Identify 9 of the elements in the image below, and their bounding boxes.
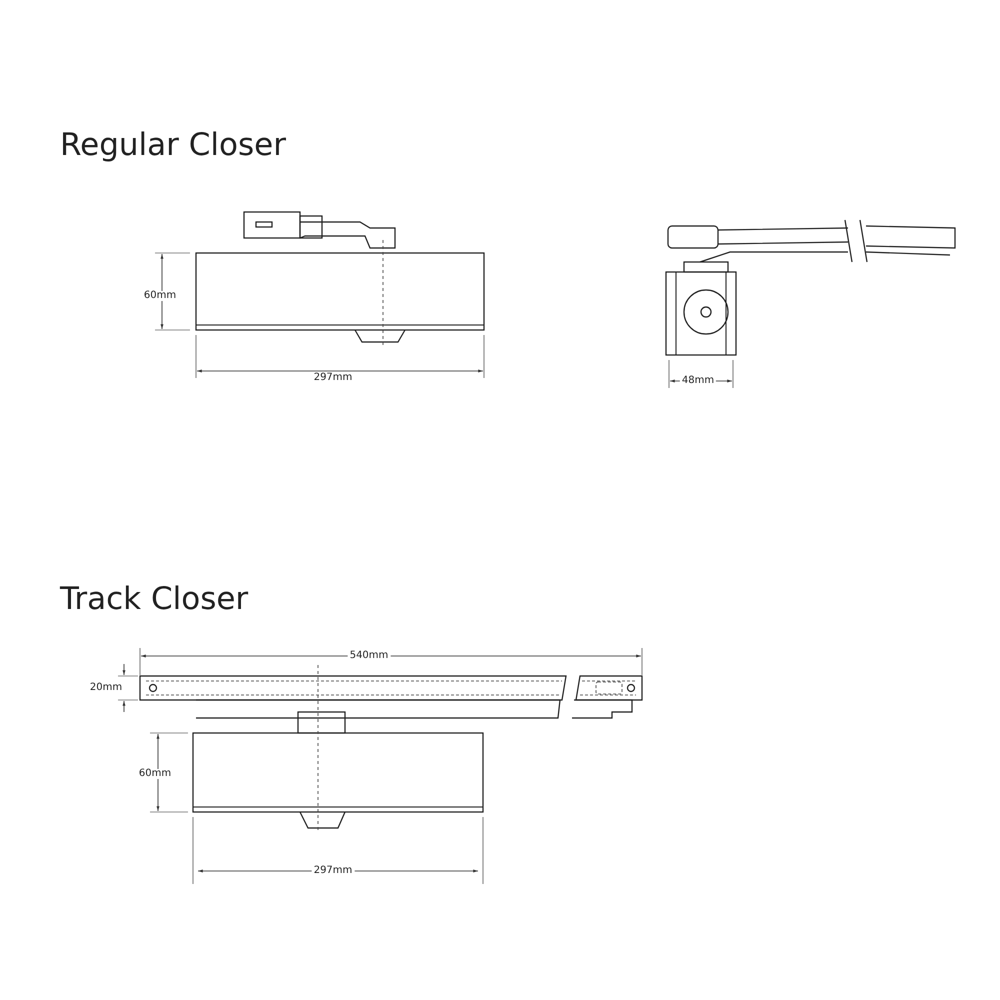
dimension-label: 540mm [348,651,390,661]
dimension-label: 60mm [136,769,174,779]
section-heading: Regular Closer [60,130,286,161]
dimension-label: 48mm [680,376,716,386]
section-heading: Track Closer [60,584,248,615]
dimension-label: 297mm [312,866,354,876]
dimension-label: 60mm [142,291,178,301]
dimension-label: 20mm [88,683,124,693]
dimension-label: 297mm [312,373,354,383]
